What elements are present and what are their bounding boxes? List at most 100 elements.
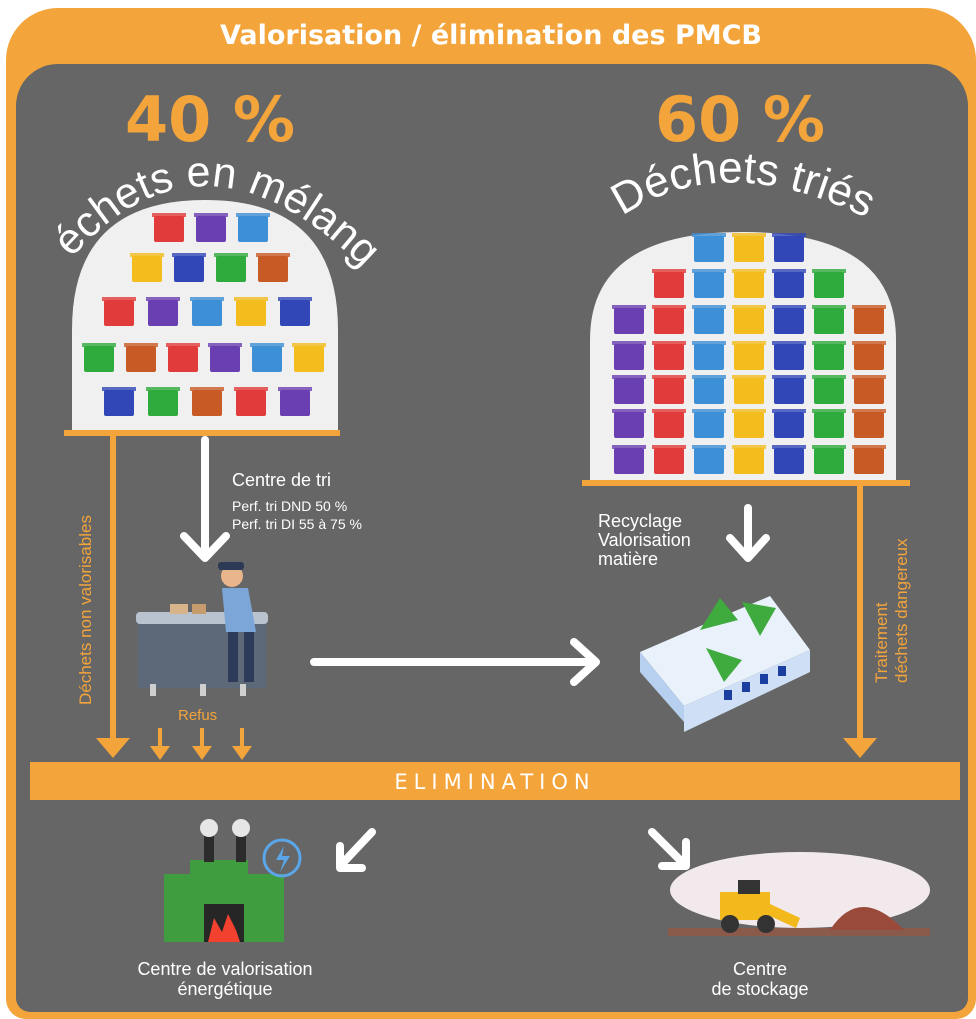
waste-bin-lid [234, 387, 268, 391]
landfill-icon [668, 852, 930, 936]
sorting-perf-dnd: Perf. tri DND 50 % [232, 498, 348, 514]
refus-label: Refus [178, 707, 218, 724]
waste-bin [126, 346, 156, 372]
waste-bin [694, 412, 724, 438]
waste-bin [694, 236, 724, 262]
waste-bin-lid [652, 269, 686, 273]
waste-bin [236, 300, 266, 326]
waste-bin [854, 448, 884, 474]
to-sorting-arrow [180, 436, 230, 562]
non-recoverable-label: Déchets non valorisables [76, 515, 95, 705]
sorting-worker-illustration [136, 562, 268, 696]
waste-bin [814, 344, 844, 370]
waste-bin [774, 272, 804, 298]
waste-bin [854, 308, 884, 334]
waste-bin [734, 378, 764, 404]
waste-bin-lid [652, 375, 686, 379]
waste-bin [238, 216, 268, 242]
waste-bin [774, 412, 804, 438]
waste-bin [854, 344, 884, 370]
waste-bin [258, 256, 288, 282]
waste-bin [774, 448, 804, 474]
waste-bin [814, 378, 844, 404]
to-recycling-arrow [726, 504, 770, 562]
waste-bin-lid [772, 305, 806, 309]
energy-center-line2: énergétique [177, 979, 273, 999]
waste-bin-lid [190, 387, 224, 391]
waste-bin [654, 448, 684, 474]
waste-bin [654, 344, 684, 370]
to-energy-center-arrow [336, 828, 376, 872]
waste-bin-lid [772, 269, 806, 273]
waste-bin [280, 300, 310, 326]
waste-bin-lid [732, 305, 766, 309]
right-shelf [582, 480, 910, 486]
waste-bin [774, 344, 804, 370]
waste-bin [814, 448, 844, 474]
waste-bin [654, 272, 684, 298]
waste-bin-lid [772, 341, 806, 345]
waste-bin-lid [250, 343, 284, 347]
storage-center-line2: de stockage [711, 979, 809, 999]
waste-bin [196, 216, 226, 242]
waste-bin [236, 390, 266, 416]
waste-bin-lid [732, 445, 766, 449]
waste-bin [814, 412, 844, 438]
waste-bin [614, 412, 644, 438]
waste-bin-lid [130, 253, 164, 257]
waste-bin-lid [102, 387, 136, 391]
waste-bin-lid [692, 233, 726, 237]
waste-bin-lid [612, 375, 646, 379]
waste-bin [734, 344, 764, 370]
waste-bin [252, 346, 282, 372]
waste-bin-lid [812, 305, 846, 309]
waste-bin-lid [652, 341, 686, 345]
waste-bin-lid [208, 343, 242, 347]
waste-bin [148, 300, 178, 326]
waste-bin-lid [812, 445, 846, 449]
waste-bin-lid [732, 269, 766, 273]
waste-bin [168, 346, 198, 372]
hazardous-treatment-arrow [843, 486, 877, 758]
waste-bin-lid [812, 375, 846, 379]
waste-bin-lid [612, 409, 646, 413]
waste-bin-lid [812, 409, 846, 413]
waste-bin-lid [292, 343, 326, 347]
waste-bin [154, 216, 184, 242]
waste-bin [148, 390, 178, 416]
percent-mixed: 40 % [125, 83, 295, 156]
waste-bin [614, 378, 644, 404]
elimination-bar [30, 762, 960, 800]
waste-bin [294, 346, 324, 372]
waste-bin [854, 378, 884, 404]
waste-bin [174, 256, 204, 282]
refus-arrows [150, 728, 252, 760]
hazardous-label-line1: Traitement [872, 602, 891, 683]
waste-bin [734, 272, 764, 298]
waste-bin-lid [612, 305, 646, 309]
waste-bin [614, 448, 644, 474]
waste-bin [210, 346, 240, 372]
waste-bin [774, 236, 804, 262]
percent-sorted: 60 % [655, 83, 825, 156]
waste-bin [654, 378, 684, 404]
waste-bin-lid [772, 233, 806, 237]
recycling-warehouse-icon [640, 596, 810, 732]
waste-bin-lid [152, 213, 186, 217]
waste-bin [774, 378, 804, 404]
waste-bin [614, 344, 644, 370]
storage-center-line1: Centre [732, 959, 788, 979]
waste-bin [614, 308, 644, 334]
waste-bin-lid [692, 341, 726, 345]
waste-bin-lid [852, 375, 886, 379]
waste-bin-lid [812, 269, 846, 273]
waste-bin-lid [692, 305, 726, 309]
waste-bin [104, 390, 134, 416]
waste-bin [814, 272, 844, 298]
waste-bin-lid [166, 343, 200, 347]
waste-bin [132, 256, 162, 282]
waste-bin-lid [82, 343, 116, 347]
non-recoverable-arrow [96, 436, 130, 758]
waste-bin-lid [772, 375, 806, 379]
